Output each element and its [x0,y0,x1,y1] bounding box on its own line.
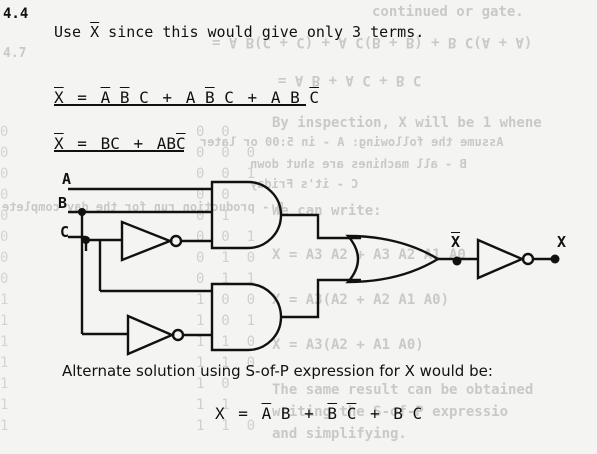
eq2-plus: + [133,134,144,153]
eq1-t3-c: C [309,88,320,107]
output-node-x [550,254,560,264]
intro-text: Use X since this would give only 3 terms… [54,23,424,41]
eq3-plus-2: + [369,404,380,423]
eq3-t2-c: C [346,404,357,423]
inverter-1 [120,220,174,262]
label-output-xbar: X [451,233,461,251]
junction-b [78,208,86,216]
eq1-t2-c: C [224,88,234,107]
eq3-equals: = [238,404,248,423]
eq1-t3-a: A [270,88,281,107]
eq1-t1-c: C [139,88,149,107]
label-input-a: A [62,170,72,188]
eq1-plus-1: + [162,88,173,107]
label-input-b: B [58,194,68,212]
intro-after: since this would give only 3 terms. [99,23,425,41]
eq3-t3: B C [393,404,423,423]
eq3-t2-b: B [327,404,338,423]
eq1-t1-b: B [119,88,130,107]
eq2-equals: = [77,134,87,153]
inverter-2 [126,314,176,356]
eq2-t1: BC [100,134,120,153]
eq3-t1-a: A [261,404,272,423]
bleed-same-3: and simplifying. [272,426,407,442]
wire-and1-to-or [281,213,361,240]
eq2-t2-c: C [176,134,186,153]
eq2-t2-ab: AB [156,134,177,153]
eq3-lhs: X [215,404,225,423]
or-gate [345,234,441,284]
bleed-exp-a: X = A3 A2 + A3 A2 A1 A0 [272,247,466,263]
label-output-x: X [557,233,567,251]
section-number: 4.4 [3,6,29,22]
equation-1: X = A B C + A B C + A B C [54,88,319,107]
eq1-lhs: X [54,88,64,107]
eq1-t2-b: B [204,88,215,107]
eq3-plus-1: + [304,404,314,423]
bleed-exp-b: X = A3(A2 + A2 A1 A0) [272,292,450,308]
bleed-top-right: continued or gate. [372,4,524,20]
and-gate-1 [210,180,283,250]
and-gate-2 [210,282,283,352]
bleed-inspection: By inspection, X will be 1 whene [272,115,542,131]
bleed-table-col: 0 0 0 0 0 0 0 0 1 1 1 1 1 1 1 [0,124,9,434]
bleed-num: 4.7 [3,46,27,61]
bleed-same-1: The same result can be obtained [272,382,534,398]
bleed-same-2: writing the S-of-P expressio [272,404,509,420]
alternate-solution-text: Alternate solution using S-of-P expressi… [62,362,493,380]
intro-before: Use [54,23,91,41]
label-input-c: C [60,223,70,241]
inverter-3 [476,238,526,280]
eq1-equals: = [77,88,87,107]
junction-c [82,236,90,244]
eq1-t1-a: A [100,88,111,107]
equation-3: X = A B + B C + B C [215,404,422,423]
eq1-plus-2: + [247,88,258,107]
eq3-t1-b: B [280,404,291,423]
eq1-t3-b: B [290,88,300,107]
wire-and2-to-or [281,278,361,319]
bleed-exp-c: X = A3(A2 + A1 A0) [272,337,424,353]
eq2-lhs: X [54,134,64,153]
eq2-underline [54,150,184,152]
eq1-t2-a: A [185,88,196,107]
equation-2: X = BC + ABC [54,134,186,153]
eq1-underline [54,104,306,106]
junction-xbar [452,256,462,266]
intro-xbar: X [90,23,100,41]
bleed-table-cols: 0 0 0 0 0 0 0 1 0 0 0 1 0 0 1 0 1 0 0 1 … [196,124,256,434]
